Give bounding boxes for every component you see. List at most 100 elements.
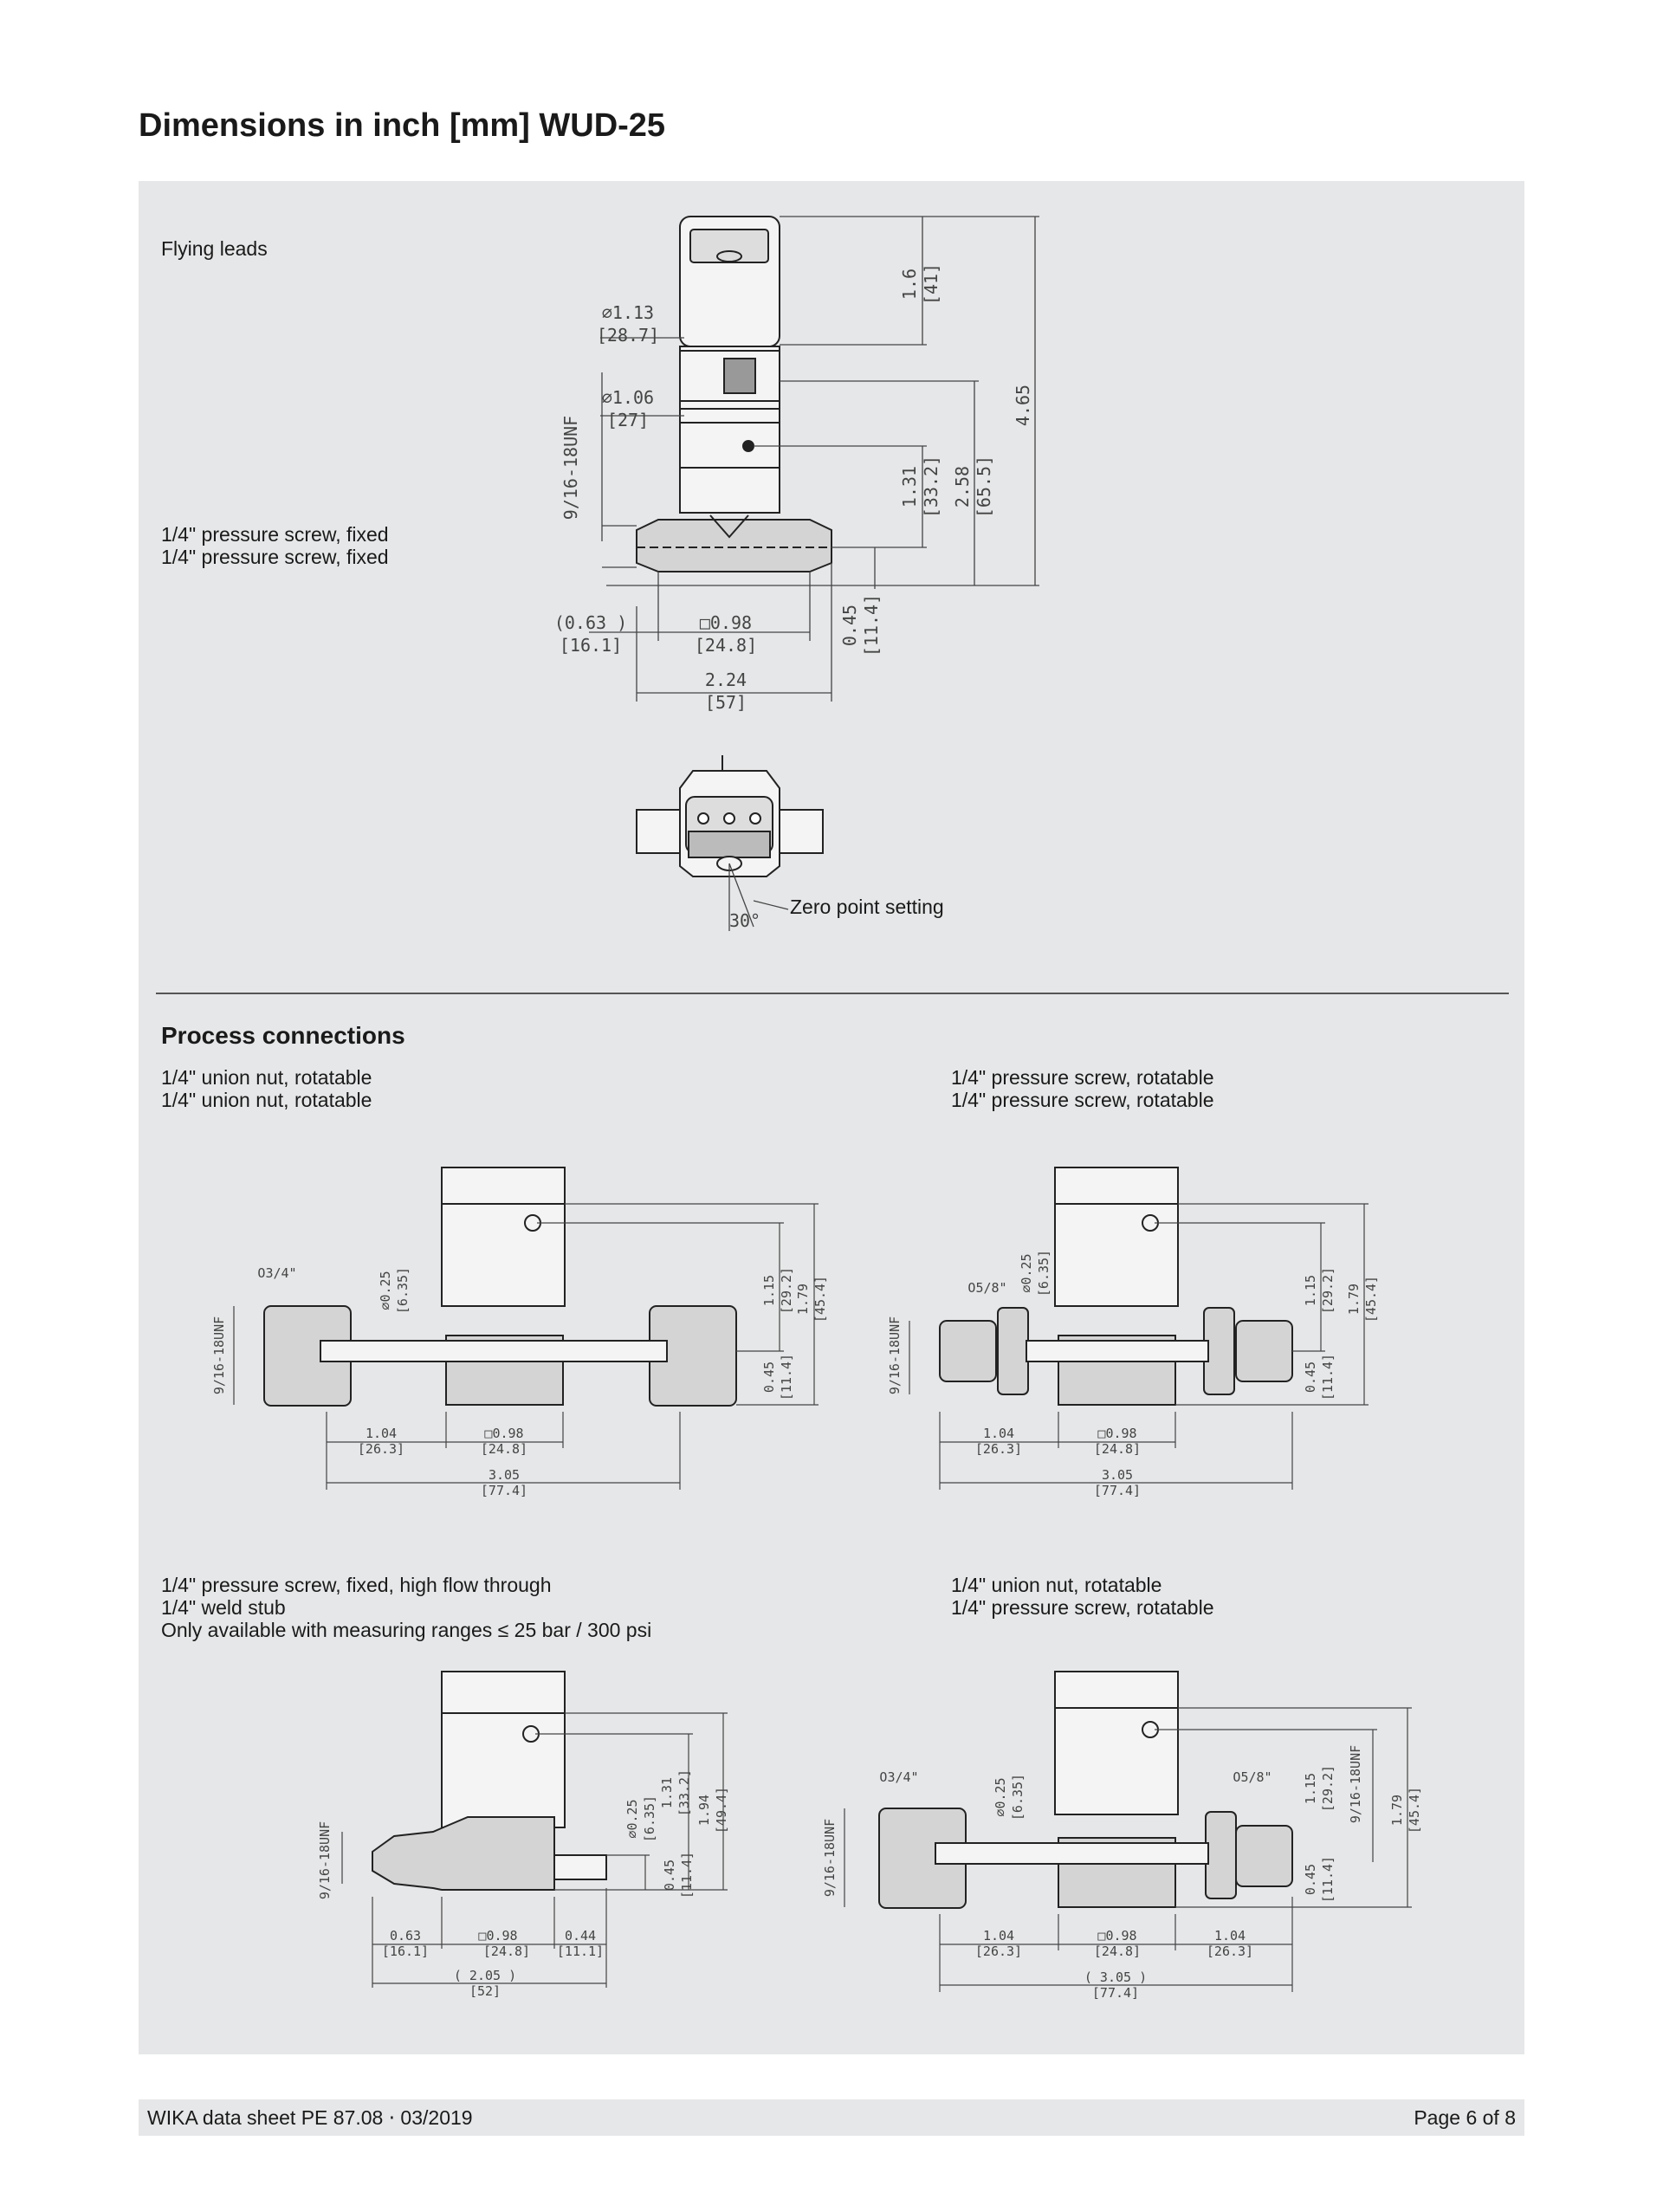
conn-c-w063-mm: [16.1] <box>382 1944 429 1959</box>
dim-h131: 1.31 <box>899 466 920 508</box>
conn-c-line2: 1/4" weld stub <box>161 1596 286 1619</box>
dim-h045-mm: [11.4] <box>861 594 882 656</box>
conn-a-d025: ⌀0.25 <box>378 1271 393 1310</box>
conn-a-w098: □0.98 <box>484 1426 523 1441</box>
conn-c-h131: 1.31 <box>659 1777 675 1808</box>
conn-c-d025: ⌀0.25 <box>624 1799 640 1838</box>
conn-a-line1: 1/4" union nut, rotatable <box>161 1066 372 1089</box>
dim-h258-mm: [65.5] <box>974 456 994 518</box>
conn-a-line2: 1/4" union nut, rotatable <box>161 1089 372 1111</box>
conn-b-line2: 1/4" pressure screw, rotatable <box>951 1089 1214 1111</box>
conn-b-w098-mm: [24.8] <box>1094 1441 1141 1457</box>
conn-b-d025-mm: [6.35] <box>1036 1250 1052 1297</box>
dim-h258: 2.58 <box>952 466 973 508</box>
conn-d-h179: 1.79 <box>1389 1795 1405 1826</box>
dim-w063-mm: [16.1] <box>560 635 622 656</box>
conn-b-nut: O5/8" <box>967 1280 1006 1296</box>
dim-w063: (0.63 ) <box>554 612 627 633</box>
conn-c-thread: 9/16-18UNF <box>317 1821 333 1899</box>
conn-c-line1: 1/4" pressure screw, fixed, high flow th… <box>161 1574 552 1596</box>
conn-d-thread-right: 9/16-18UNF <box>1348 1745 1363 1823</box>
conn-d-d025: ⌀0.25 <box>993 1777 1008 1816</box>
conn-c-w098: □0.98 <box>478 1928 517 1944</box>
main-caption-line1: 1/4" pressure screw, fixed <box>161 523 389 546</box>
process-connections-heading: Process connections <box>161 1022 405 1049</box>
footer-page-number: Page 6 of 8 <box>1414 2106 1516 2129</box>
conn-b-w104-mm: [26.3] <box>975 1441 1022 1457</box>
conn-b-w305: 3.05 <box>1102 1467 1133 1483</box>
conn-a-h045-mm: [11.4] <box>779 1354 794 1400</box>
conn-c-d025-mm: [6.35] <box>642 1795 657 1842</box>
conn-a-thread: 9/16-18UNF <box>211 1316 227 1394</box>
conn-c-w098-mm: [24.8] <box>483 1944 530 1959</box>
conn-b-h115: 1.15 <box>1303 1275 1318 1306</box>
dim-h045: 0.45 <box>839 605 860 646</box>
conn-a-d025-mm: [6.35] <box>395 1267 411 1314</box>
conn-d-line2: 1/4" pressure screw, rotatable <box>951 1596 1214 1619</box>
conn-c-h194: 1.94 <box>696 1795 712 1826</box>
conn-c-w205: ( 2.05 ) <box>454 1968 516 1983</box>
conn-c-w205-mm: [52] <box>469 1983 501 1999</box>
conn-d-w098-mm: [24.8] <box>1094 1944 1141 1959</box>
dim-d113-mm: [28.7] <box>597 325 659 346</box>
conn-d-w104l-mm: [26.3] <box>975 1944 1022 1959</box>
conn-c-w044-mm: [11.1] <box>557 1944 604 1959</box>
conn-c-line3: Only available with measuring ranges ≤ 2… <box>161 1619 652 1641</box>
section-divider <box>156 993 1509 994</box>
dim-h131-mm: [33.2] <box>921 456 942 518</box>
top-view-angle: 30° <box>729 910 760 931</box>
main-caption-line2: 1/4" pressure screw, fixed <box>161 546 389 568</box>
conn-b-w305-mm: [77.4] <box>1094 1483 1141 1498</box>
conn-d-line1: 1/4" union nut, rotatable <box>951 1574 1162 1596</box>
conn-d-w305: ( 3.05 ) <box>1084 1969 1147 1985</box>
footer-datasheet-ref: WIKA data sheet PE 87.08 ⋅ 03/2019 <box>147 2106 473 2129</box>
conn-c-h194-mm: [49.4] <box>714 1787 729 1834</box>
page-footer: WIKA data sheet PE 87.08 ⋅ 03/2019 Page … <box>139 2099 1524 2136</box>
conn-b-w104: 1.04 <box>983 1426 1014 1441</box>
dim-d106-mm: [27] <box>607 410 649 430</box>
conn-d-h115-mm: [29.2] <box>1320 1765 1336 1812</box>
page-title: Dimensions in inch [mm] WUD-25 <box>139 107 666 144</box>
drawing-panel <box>139 181 1524 2054</box>
conn-d-w098: □0.98 <box>1097 1928 1136 1944</box>
dim-d113: ⌀1.13 <box>602 302 654 323</box>
conn-d-w104r-mm: [26.3] <box>1207 1944 1253 1959</box>
conn-a-h179-mm: [45.4] <box>812 1276 828 1323</box>
conn-d-thread-left: 9/16-18UNF <box>822 1819 838 1897</box>
conn-a-w305-mm: [77.4] <box>481 1483 527 1498</box>
conn-b-h045: 0.45 <box>1303 1361 1318 1393</box>
conn-c-h131-mm: [33.2] <box>676 1769 692 1816</box>
dim-w224-mm: [57] <box>705 692 747 713</box>
conn-a-h179: 1.79 <box>795 1284 811 1315</box>
conn-c-h045: 0.45 <box>662 1860 677 1891</box>
conn-c-h045-mm: [11.4] <box>679 1852 695 1898</box>
dim-w098: □0.98 <box>700 612 752 633</box>
conn-a-w098-mm: [24.8] <box>481 1441 527 1457</box>
dim-w098-mm: [24.8] <box>695 635 757 656</box>
conn-d-d025-mm: [6.35] <box>1010 1774 1026 1821</box>
conn-d-nut-right: O5/8" <box>1233 1769 1272 1785</box>
conn-b-h179-mm: [45.4] <box>1363 1276 1379 1323</box>
conn-d-h045-mm: [11.4] <box>1320 1856 1336 1903</box>
conn-d-w104l: 1.04 <box>983 1928 1014 1944</box>
zero-point-label: Zero point setting <box>790 896 944 918</box>
dim-h16: 1.6 <box>899 268 920 300</box>
conn-b-d025: ⌀0.25 <box>1019 1253 1034 1292</box>
conn-d-w104r: 1.04 <box>1214 1928 1246 1944</box>
dim-thread-main: 9/16-18UNF <box>560 416 581 520</box>
conn-a-h115: 1.15 <box>761 1275 777 1306</box>
conn-d-h179-mm: [45.4] <box>1407 1787 1422 1834</box>
conn-b-h115-mm: [29.2] <box>1320 1267 1336 1314</box>
conn-a-h115-mm: [29.2] <box>779 1267 794 1314</box>
conn-a-w104: 1.04 <box>366 1426 397 1441</box>
conn-b-w098: □0.98 <box>1097 1426 1136 1441</box>
conn-c-w044: 0.44 <box>565 1928 596 1944</box>
conn-a-w104-mm: [26.3] <box>358 1441 404 1457</box>
conn-a-h045: 0.45 <box>761 1361 777 1393</box>
